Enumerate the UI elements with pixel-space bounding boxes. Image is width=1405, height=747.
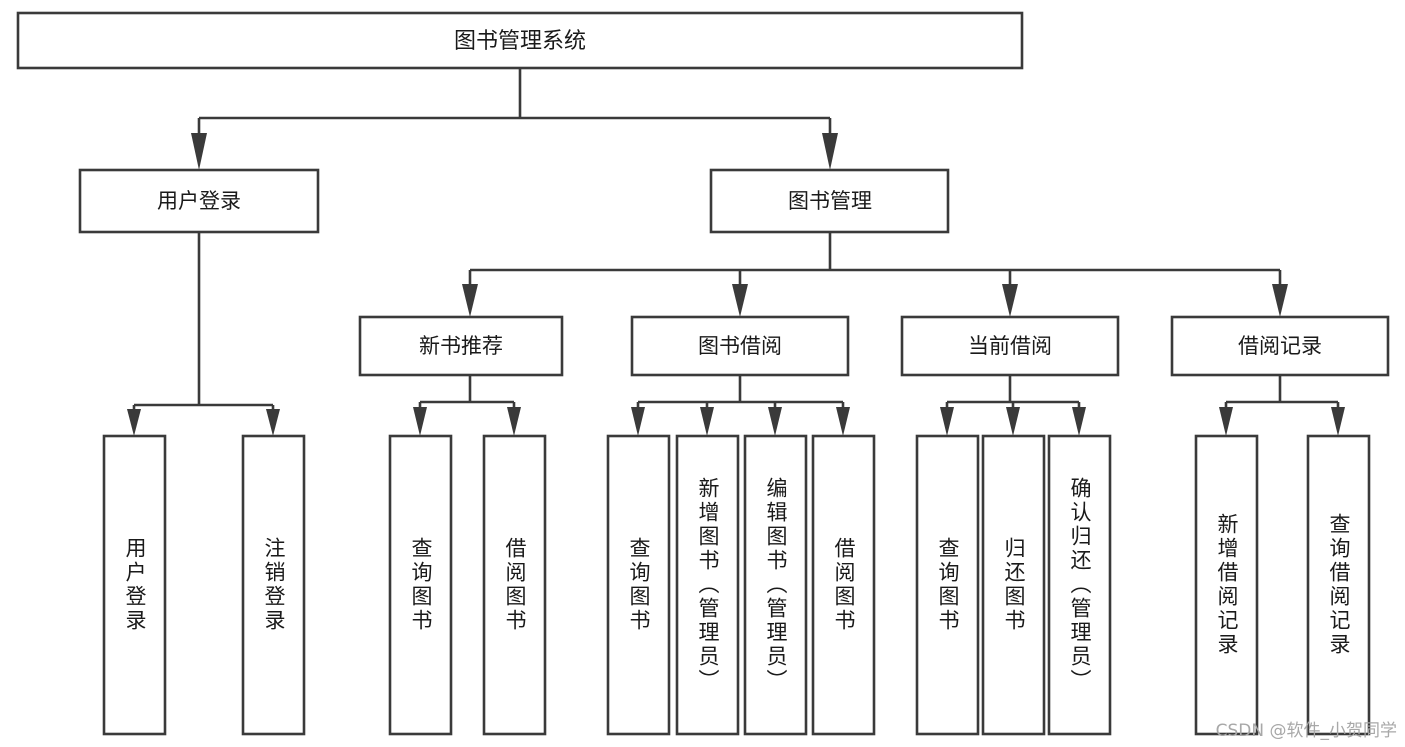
node-book-borrow-box[interactable] [630, 315, 850, 377]
node-root-label: 图书管理系统 [454, 29, 586, 54]
leaf-box-borrow-record-0[interactable] [1194, 434, 1259, 736]
leaf-box-book-borrow-2[interactable] [743, 434, 808, 736]
leaf-box-user-login-0[interactable] [102, 434, 167, 736]
node-new-book-rec-label: 新书推荐 [419, 334, 503, 358]
connector-root-to-level2 [191, 68, 838, 170]
node-book-manage-label: 图书管理 [788, 189, 872, 213]
connector-currentborrow-to-leaves [940, 375, 1086, 436]
node-book-borrow-label: 图书借阅 [698, 334, 782, 358]
node-book-manage-box[interactable] [709, 168, 950, 234]
node-user-login-label: 用户登录 [157, 189, 241, 213]
connector-bookmanage-to-level3 [462, 232, 1288, 317]
node-borrow-record-box[interactable] [1170, 315, 1390, 377]
node-borrow-record-label: 借阅记录 [1238, 334, 1322, 358]
leaf-box-book-borrow-1[interactable] [675, 434, 740, 736]
node-new-book-rec-box[interactable] [358, 315, 564, 377]
leaf-box-new-book-rec-0[interactable] [388, 434, 453, 736]
leaf-box-current-borrow-0[interactable] [915, 434, 980, 736]
connector-bookborrow-to-leaves [631, 375, 850, 436]
leaf-box-current-borrow-1[interactable] [981, 434, 1046, 736]
connector-borrowrecord-to-leaves [1219, 375, 1345, 436]
node-user-login-box[interactable] [78, 168, 320, 234]
leaf-box-borrow-record-1[interactable] [1306, 434, 1371, 736]
node-current-borrow-box[interactable] [900, 315, 1120, 377]
leaf-box-user-login-1[interactable] [241, 434, 306, 736]
leaf-box-book-borrow-0[interactable] [606, 434, 671, 736]
node-root-box[interactable] [16, 11, 1024, 70]
leaf-box-current-borrow-2[interactable] [1047, 434, 1112, 736]
csdn-watermark: CSDN @软件_小贺同学 [1215, 721, 1397, 741]
leaf-box-book-borrow-3[interactable] [811, 434, 876, 736]
leaf-box-new-book-rec-1[interactable] [482, 434, 547, 736]
node-current-borrow-label: 当前借阅 [968, 334, 1052, 358]
connector-userlogin-to-leaves [127, 232, 280, 436]
connector-newbook-to-leaves [413, 375, 521, 436]
